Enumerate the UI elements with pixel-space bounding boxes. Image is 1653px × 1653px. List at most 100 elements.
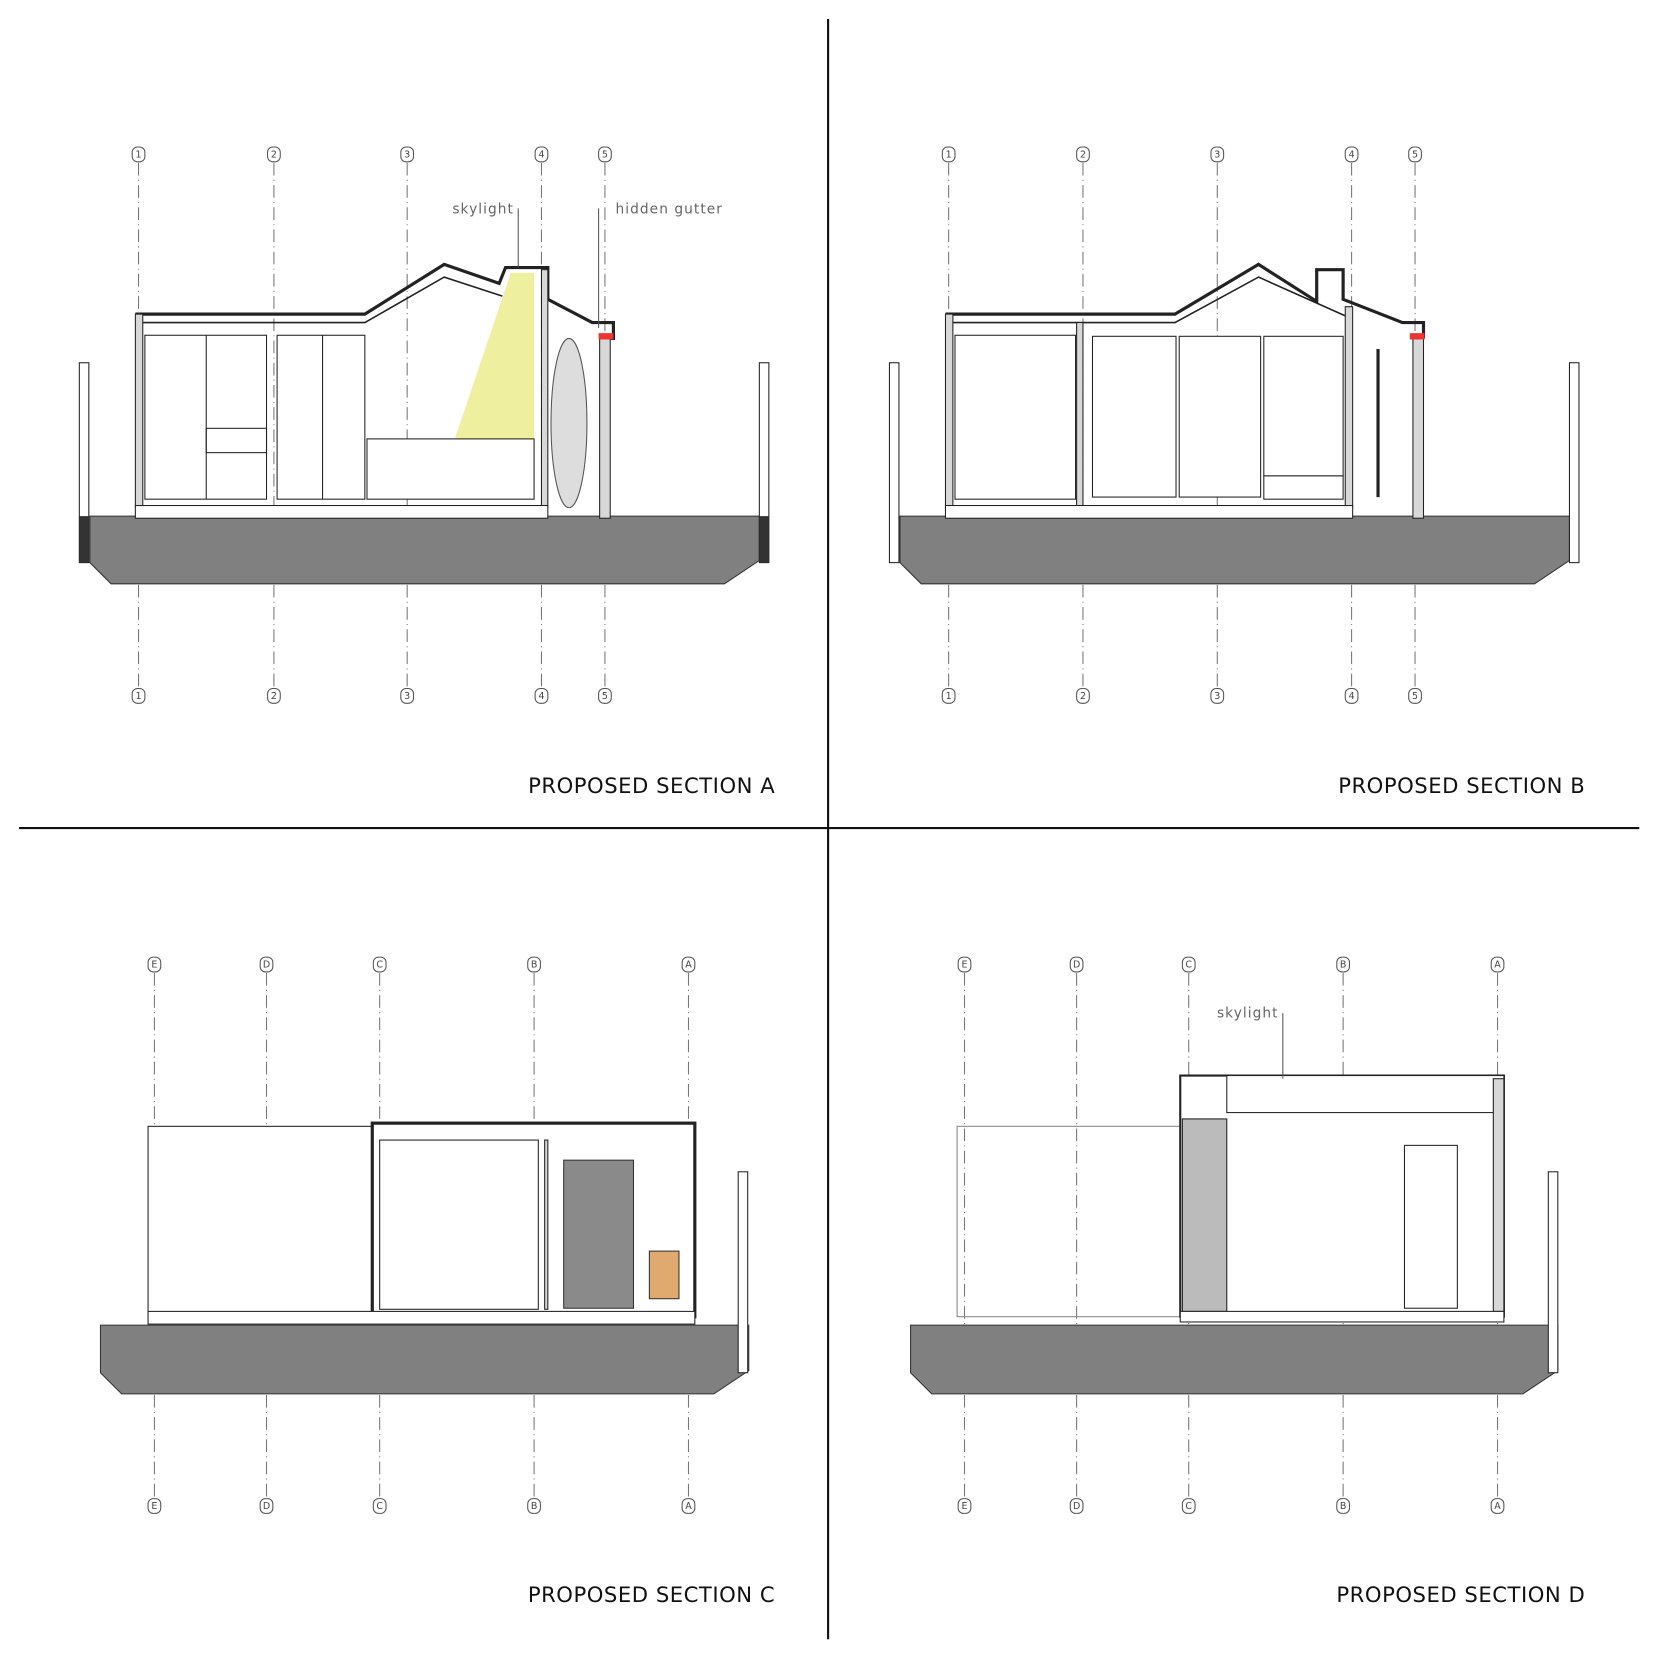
grid-bubble [1076, 146, 1090, 163]
grid-label: D [1073, 960, 1080, 971]
grid-label: E [962, 1501, 968, 1512]
floor [134, 504, 549, 519]
ground [899, 515, 1570, 585]
glazing [379, 1139, 539, 1310]
grid-bubble [941, 146, 956, 163]
annotation-skylight: skylight [1217, 1005, 1279, 1021]
wall [544, 1139, 549, 1310]
grid-label: A [1494, 1501, 1501, 1512]
floor [147, 1310, 696, 1325]
pergola-outline [956, 1125, 1181, 1318]
floor [944, 504, 1354, 519]
grid-bubble [1408, 687, 1422, 704]
grid-bubble [1076, 687, 1090, 704]
grid-bubble [1336, 956, 1351, 973]
grid-label: 4 [1349, 691, 1355, 702]
grid-bubble [957, 956, 972, 973]
grid-label: 4 [538, 691, 544, 702]
sliding-door [1178, 335, 1262, 498]
wall [599, 337, 611, 519]
section-a: skylight hidden gutter PROPOSED SECTION … [78, 202, 775, 798]
grid-bubble [131, 687, 146, 704]
sliding-door [1091, 335, 1177, 498]
grid-label: 1 [136, 150, 142, 161]
grid-bubble [527, 956, 541, 973]
grid-bubble [1344, 687, 1359, 704]
grid-label: 3 [404, 691, 410, 702]
section-d: skylight PROPOSED SECTION D [910, 1005, 1585, 1607]
grid-label: 4 [538, 150, 544, 161]
bathtub [550, 337, 588, 509]
grid-bubble [941, 687, 956, 704]
roof-outline [135, 262, 615, 341]
grid-bubble [1344, 146, 1359, 163]
grid-label: D [1073, 1501, 1080, 1512]
grid-bubble [534, 146, 549, 163]
fence-post-right [1568, 362, 1580, 564]
grid-bubble [131, 146, 146, 163]
ground [99, 1324, 750, 1395]
grid-label: E [151, 960, 157, 971]
grid-bubble [259, 956, 274, 973]
grid-label: B [1340, 1501, 1347, 1512]
wall [1412, 337, 1425, 519]
grid-label: C [376, 960, 383, 971]
section-b: PROPOSED SECTION B [888, 262, 1585, 798]
wall [1344, 306, 1354, 509]
grid-label: 3 [1214, 150, 1220, 161]
roof-inner-line [952, 276, 1349, 324]
grid-bubble [259, 1498, 274, 1514]
grid-label: 2 [271, 691, 277, 702]
ground [89, 515, 760, 585]
grid-label: 2 [1080, 691, 1086, 702]
section-d-title: PROPOSED SECTION D [1336, 1582, 1585, 1607]
pergola [147, 1125, 373, 1318]
window [954, 334, 1077, 500]
grid-label: 5 [1412, 150, 1418, 161]
wall [540, 269, 549, 509]
fence-post-left [888, 362, 900, 564]
grid-bubble [372, 1498, 387, 1514]
skylight-light-cone [454, 272, 535, 439]
grid-bubble [267, 146, 281, 163]
roof-inner-line [142, 276, 503, 324]
grid-bubble [267, 687, 281, 704]
section-b-title: PROPOSED SECTION B [1338, 773, 1585, 798]
grid-bubble [1210, 146, 1225, 163]
cabinet [563, 1159, 635, 1309]
bench [1263, 475, 1344, 500]
grid-bubble [598, 146, 612, 163]
grid-label: 2 [271, 150, 277, 161]
fence-footing [759, 516, 769, 563]
wall [1492, 1078, 1505, 1312]
bed [366, 438, 535, 500]
grid-label: 1 [946, 150, 952, 161]
grid-bubble [598, 687, 612, 704]
grid-bubble [527, 1498, 541, 1514]
vanity [648, 1250, 680, 1300]
sink [205, 427, 268, 454]
grid-label: 1 [136, 691, 142, 702]
grid-bubble [1069, 956, 1084, 973]
grid-label: B [531, 1501, 538, 1512]
grid-bubble [372, 956, 387, 973]
grid-label: B [531, 960, 538, 971]
grid-bubble [147, 956, 162, 973]
grid-label: D [263, 960, 270, 971]
fence-post [1547, 1171, 1559, 1374]
grid-bubble [681, 956, 696, 973]
annotation-hidden-gutter: hidden gutter [616, 202, 724, 218]
grid-bubble [957, 1498, 972, 1514]
grid-label: C [1185, 960, 1192, 971]
grid-label: C [1185, 1501, 1192, 1512]
grid-label: E [151, 1501, 157, 1512]
grid-bubble [1210, 687, 1225, 704]
grid-label: 3 [1214, 691, 1220, 702]
grid-bubble [1069, 1498, 1084, 1514]
gutter [1409, 333, 1425, 340]
grid-label: B [1340, 960, 1347, 971]
grid-bubble [1490, 956, 1505, 973]
grid-label: 2 [1080, 150, 1086, 161]
grid-label: 5 [602, 691, 608, 702]
grid-bubble [534, 687, 549, 704]
